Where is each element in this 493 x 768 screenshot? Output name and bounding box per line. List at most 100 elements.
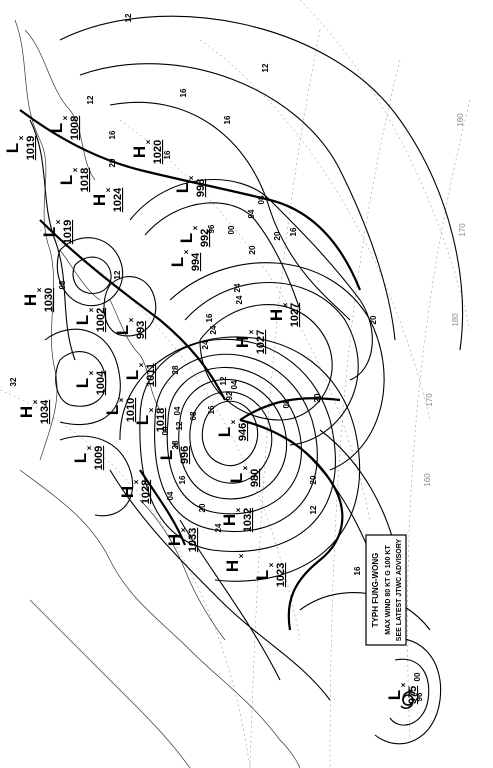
- pressure-center-symbol: L: [253, 570, 272, 580]
- pressure-center: L ×992: [177, 225, 211, 247]
- isobar-value-label: 24: [209, 325, 218, 334]
- pressure-center: H×1027: [233, 329, 267, 354]
- pressure-center: H ×1033: [165, 527, 199, 552]
- pressure-center-value: 1027: [289, 303, 301, 327]
- center-marker-icon: ×: [117, 397, 126, 402]
- center-marker-icon: ×: [187, 175, 196, 180]
- center-marker-icon: ×: [54, 219, 63, 224]
- pressure-center-value: 1002: [95, 308, 107, 332]
- pressure-center: L×946: [215, 419, 249, 441]
- pressure-center-value: 1033: [187, 528, 199, 552]
- pressure-center-value: 1018: [155, 408, 167, 432]
- pressure-center-value: 1028: [140, 480, 152, 504]
- isobar-value-label: 20: [108, 158, 117, 167]
- center-marker-icon: ×: [137, 362, 146, 367]
- isobar-value-label: 16: [353, 566, 362, 575]
- isobar-value-label: 20: [273, 231, 282, 240]
- pressure-center: H ×1028: [118, 479, 152, 504]
- isobar-value-label: 96: [415, 692, 424, 701]
- pressure-center-value: 996: [179, 446, 191, 464]
- longitude-label: 160: [423, 473, 432, 487]
- pressure-center: L ×1018: [57, 167, 91, 192]
- center-marker-icon: ×: [71, 167, 80, 172]
- isobar-value-label: 12: [175, 421, 184, 430]
- pressure-center-symbol: L: [215, 427, 234, 437]
- center-marker-icon: ×: [241, 465, 250, 470]
- isobar-value-label: 16: [205, 313, 214, 322]
- pressure-center-value: 1010: [125, 398, 137, 422]
- pressure-center-symbol: H: [17, 406, 36, 418]
- pressure-center-value: 975: [407, 686, 419, 704]
- center-marker-icon: ×: [399, 682, 408, 687]
- center-marker-icon: ×: [182, 249, 191, 254]
- isobar-value-label: 16: [178, 475, 187, 484]
- pressure-center-value: 994: [190, 252, 202, 271]
- pressure-center-symbol: L: [113, 325, 132, 335]
- isobar-value-label: 12: [124, 13, 133, 22]
- pressure-center-value: 1019: [62, 220, 74, 244]
- isobar-value-label: 20: [313, 393, 322, 402]
- pressure-center-symbol: H: [118, 486, 137, 498]
- center-marker-icon: ×: [87, 307, 96, 312]
- pressure-center: H×1027: [267, 302, 301, 327]
- isobar-value-label: 20: [198, 503, 207, 512]
- pressure-center-symbol: L: [73, 315, 92, 325]
- pressure-center: H×1020: [130, 139, 164, 164]
- center-marker-icon: ×: [85, 445, 94, 450]
- isobar-value-label: 12: [219, 376, 228, 385]
- pressure-center: L×998: [173, 175, 207, 197]
- pressure-center-symbol: H: [165, 534, 184, 546]
- pressure-center: L×1004: [73, 370, 107, 395]
- pressure-center-value: 993: [135, 321, 147, 339]
- pressure-center-value: 980: [249, 469, 261, 487]
- pressure-center: L×996: [157, 442, 191, 464]
- center-marker-icon: ×: [17, 135, 26, 140]
- isobar-value-label: 24: [201, 340, 210, 349]
- pressure-center-value: 992: [199, 229, 211, 247]
- isobar-value-label: 16: [223, 115, 232, 124]
- lat-lon-grid: [0, 0, 471, 768]
- advisory-line-2: MAX WIND 80 KT G 100 KT: [385, 545, 392, 635]
- pressure-center-symbol: L: [123, 370, 142, 380]
- center-marker-icon: ×: [191, 225, 200, 230]
- pressure-center-symbol: L: [168, 257, 187, 267]
- isobar-value-labels: 1212121616162020202424242828161620080400…: [9, 13, 424, 701]
- pressure-center-value: 1034: [39, 399, 51, 424]
- pressure-center-value: 1011: [145, 363, 157, 387]
- pressure-center-value: 1032: [242, 508, 254, 532]
- center-marker-icon: ×: [179, 527, 188, 532]
- isobar-value-label: 16: [179, 88, 188, 97]
- pressure-center-value: 1023: [275, 563, 287, 587]
- isobar-value-label: 24: [235, 295, 244, 304]
- pressure-center-symbol: L: [57, 175, 76, 185]
- pressure-center-value: 1018: [79, 168, 91, 192]
- longitude-label: 180: [451, 313, 460, 327]
- isobar-value-label: 04: [230, 380, 239, 389]
- isobar-value-label: 16: [289, 227, 298, 236]
- pressure-center-symbol: H: [223, 560, 242, 572]
- pressure-center-symbol: L: [227, 473, 246, 483]
- center-marker-icon: ×: [132, 479, 141, 484]
- typhoon-advisory-box: TYPH FUNG-WONG MAX WIND 80 KT G 100 KT S…: [365, 534, 407, 646]
- pressure-center-symbol: L: [177, 233, 196, 243]
- isobar-value-label: 12: [261, 63, 270, 72]
- pressure-center-symbol: H: [220, 514, 239, 526]
- pressure-center: H×1032: [220, 507, 254, 532]
- center-marker-icon: ×: [61, 115, 70, 120]
- longitude-label: 160: [456, 113, 465, 127]
- pressure-center-value: 1019: [25, 136, 37, 160]
- longitude-label: 170: [425, 393, 434, 407]
- pressure-center: L ×980: [227, 465, 261, 487]
- center-marker-icon: ×: [144, 139, 153, 144]
- isobar-value-label: 12: [86, 95, 95, 104]
- pressure-center-symbol: L: [71, 453, 90, 463]
- isobar-value-label: 24: [214, 523, 223, 532]
- pressure-center-symbol: H: [130, 146, 149, 158]
- center-marker-icon: ×: [171, 442, 180, 447]
- pressure-center-symbol: L: [73, 378, 92, 388]
- pressure-center-value: 1008: [69, 116, 81, 140]
- pressure-center: H×1034: [17, 399, 51, 424]
- pressure-center-value: 1024: [112, 187, 124, 212]
- isobar-value-label: 32: [9, 377, 18, 386]
